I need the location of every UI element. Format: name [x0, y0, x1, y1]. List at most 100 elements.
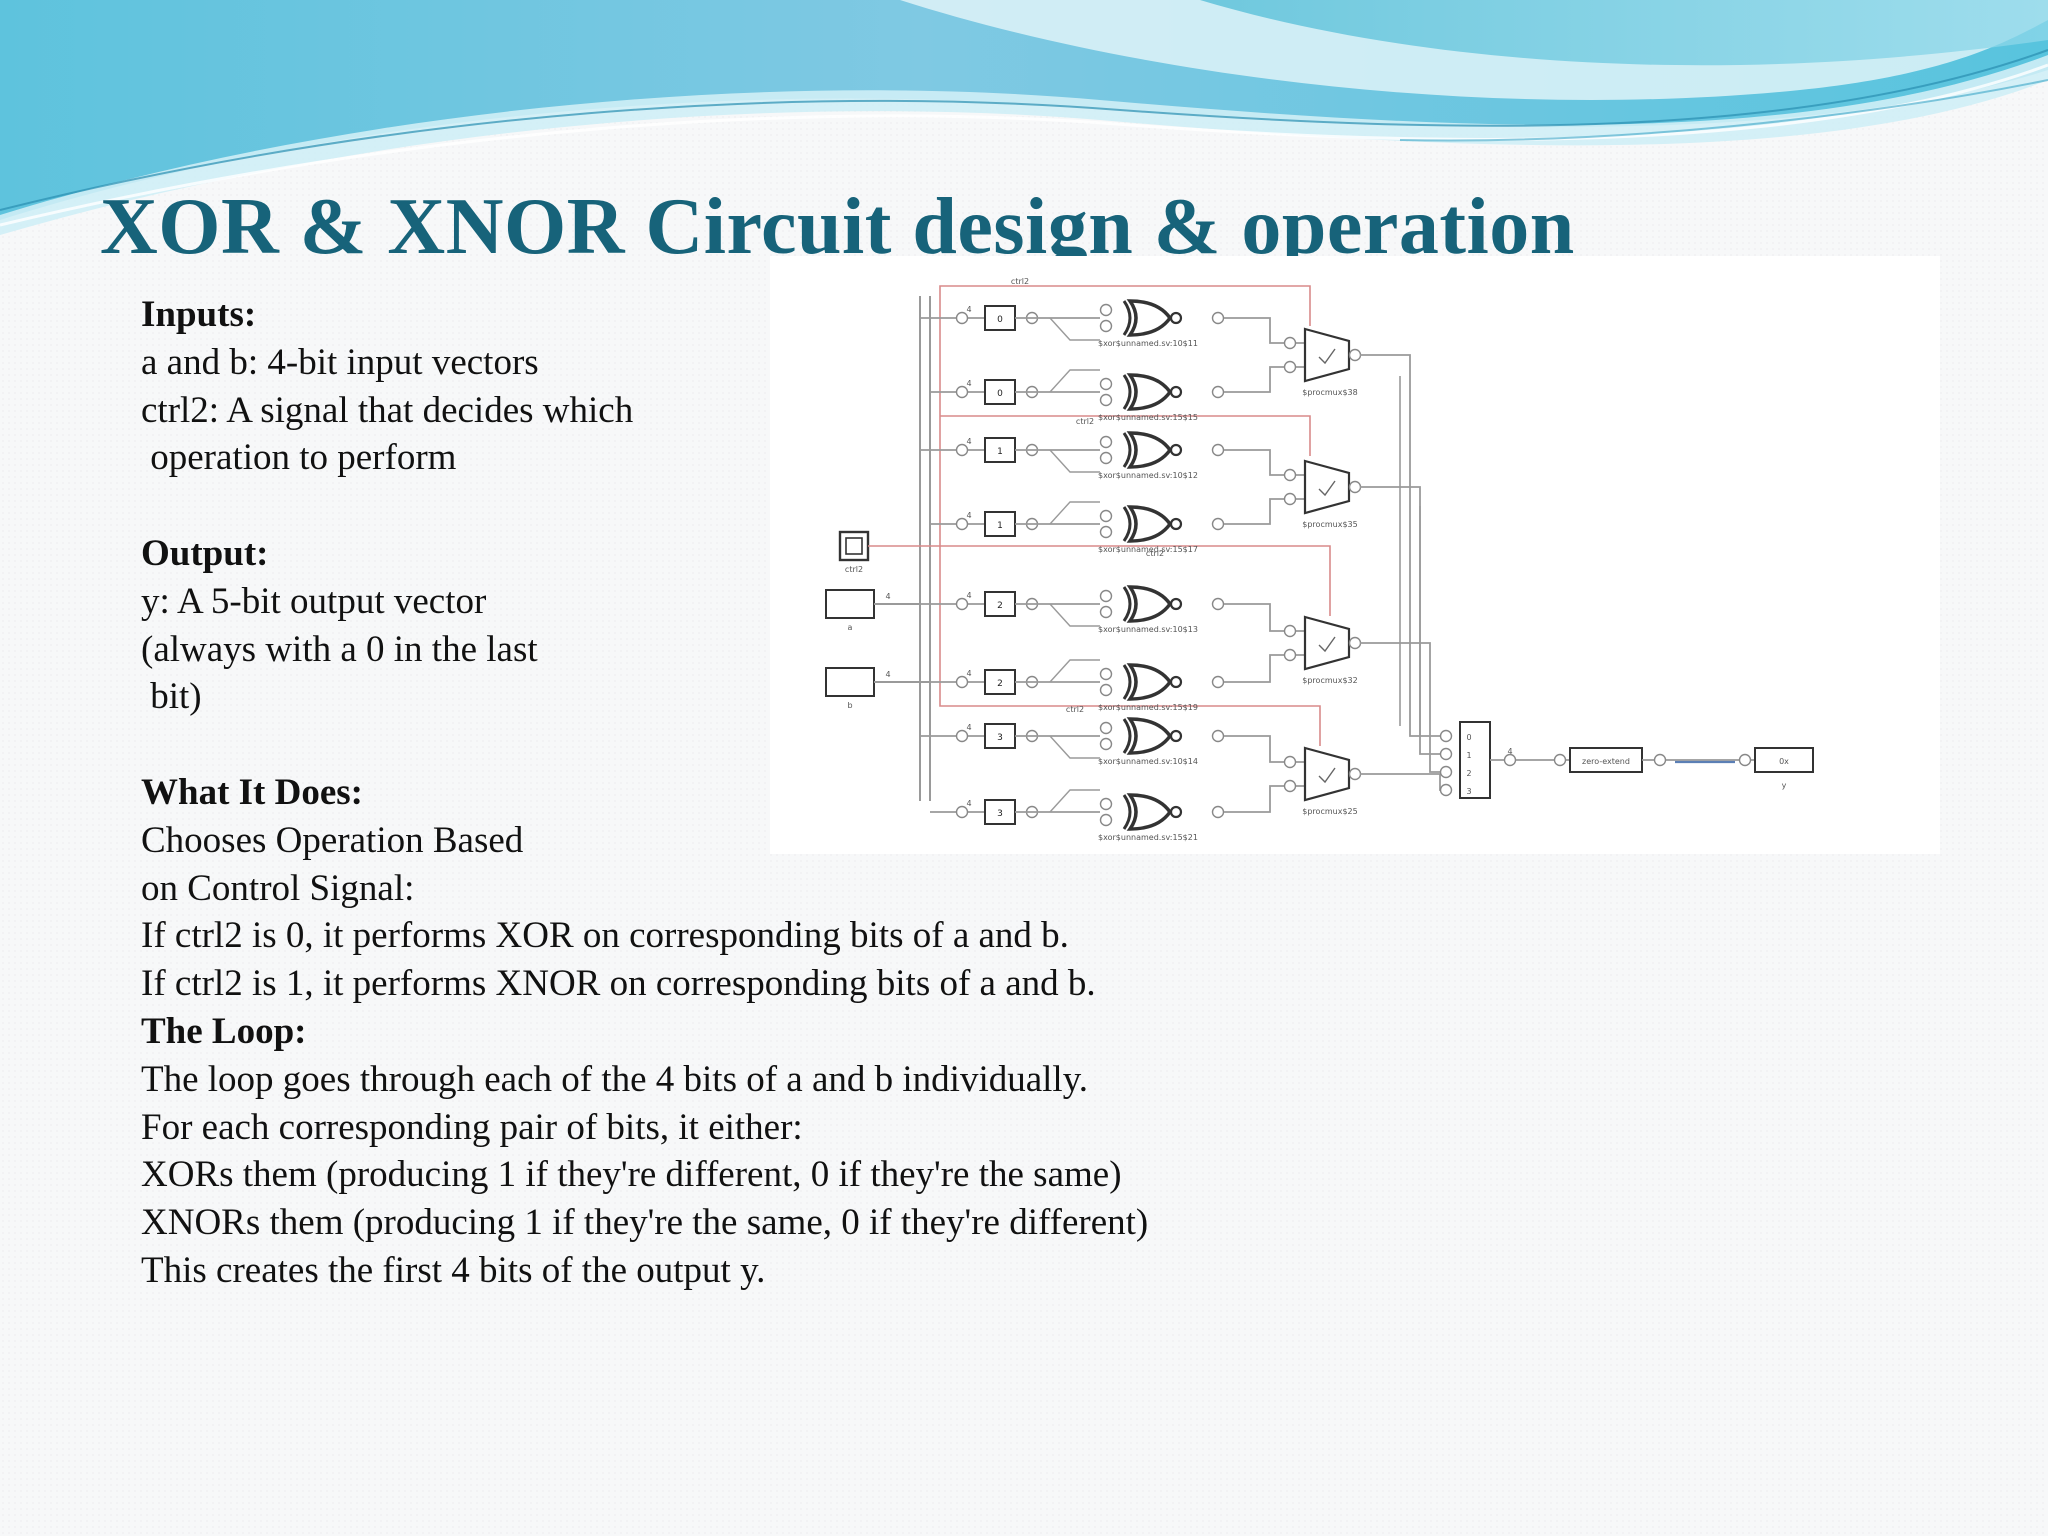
concat-index-2: 2 — [1466, 769, 1471, 778]
mux-3-check — [1318, 767, 1336, 784]
loop-line-3: XORs them (producing 1 if they're differ… — [141, 1154, 1122, 1196]
wire-cross-2 — [1049, 449, 1100, 473]
bit-index-3: 1 — [997, 521, 1003, 531]
xnor-gate-4 — [1126, 585, 1173, 623]
ctrl-label: ctrl2 — [845, 565, 863, 574]
bit-input-dot-4 — [955, 597, 969, 611]
output-line-3: bit) — [141, 676, 202, 718]
loop-line-5: This creates the first 4 bits of the out… — [141, 1249, 766, 1291]
ctrl-tag-1: ctrl2 — [1011, 277, 1029, 286]
body-text: Inputs: a and b: 4-bit input vectors ctr… — [141, 291, 1341, 1295]
output-label: y — [1782, 781, 1787, 790]
bit-index-4: 2 — [997, 601, 1003, 611]
xnor-gate-5 — [1126, 663, 1173, 701]
gate-in-dot-b-6 — [1099, 737, 1113, 751]
inputs-line-2: ctrl2: A signal that decides which — [141, 389, 634, 431]
gate-in-dot-a-1 — [1099, 377, 1113, 391]
concat-in-dot-1 — [1439, 747, 1453, 761]
loop-line-2: For each corresponding pair of bits, it … — [141, 1106, 803, 1148]
concat-index-1: 1 — [1466, 751, 1471, 760]
loop-heading: The Loop: — [141, 1010, 307, 1052]
bit-slice-box-5 — [984, 669, 1016, 695]
output-heading: Output: — [141, 532, 269, 574]
mux-out-dot-0 — [1348, 348, 1362, 362]
gate-in-dot-b-4 — [1099, 605, 1113, 619]
xnor-gate-5-bubble — [1169, 675, 1183, 689]
concat-in-dot-0 — [1439, 729, 1453, 743]
mux-1-check — [1318, 480, 1336, 497]
mux-in-dot-b-1 — [1283, 492, 1297, 506]
inputs-line-1: a and b: 4-bit input vectors — [141, 341, 539, 383]
slide-title: XOR & XNOR Circuit design & operation — [100, 183, 1575, 256]
gate-in-dot-a-6 — [1099, 721, 1113, 735]
gate-out-dot-4 — [1211, 597, 1225, 611]
gate-label-1: $xor$unnamed.sv:15$15 — [1098, 413, 1198, 422]
mux-in-dot-a-2 — [1283, 624, 1297, 638]
decorative-wave-banner — [0, 0, 2048, 235]
inputs-line-3: operation to perform — [141, 437, 457, 479]
mux-in-dot-a-1 — [1283, 468, 1297, 482]
mux-out-dot-1 — [1348, 480, 1362, 494]
gate-out-dot-6 — [1211, 729, 1225, 743]
bit-width-3: 4 — [966, 511, 971, 520]
mux-label-1: $procmux$35 — [1302, 520, 1357, 529]
mux-2-check — [1318, 636, 1336, 653]
gate-label-3: $xor$unnamed.sv:15$17 — [1098, 545, 1198, 554]
ctrl-tag-2: ctrl2 — [1076, 417, 1094, 426]
gate-label-0: $xor$unnamed.sv:10$11 — [1098, 339, 1198, 348]
mux-label-2: $procmux$32 — [1302, 676, 1357, 685]
xnor-gate-2-bubble — [1169, 443, 1183, 457]
bit-index-7: 3 — [997, 809, 1003, 819]
bit-width-5: 4 — [966, 669, 971, 678]
xnor-gate-6-bubble — [1169, 729, 1183, 743]
wire-cross-0 — [1049, 317, 1100, 341]
ctrl-wire-3 — [940, 545, 1331, 616]
loop-line-1: The loop goes through each of the 4 bits… — [141, 1058, 1089, 1100]
gate-in-dot-a-7 — [1099, 797, 1113, 811]
xnor-gate-3-back-arc — [1122, 506, 1132, 542]
output-box — [1754, 747, 1814, 773]
xnor-gate-0-back-arc — [1122, 300, 1132, 336]
mux-in-dot-b-0 — [1283, 360, 1297, 374]
gate-in-dot-b-5 — [1099, 683, 1113, 697]
what-line-1: Chooses Operation Based — [141, 819, 524, 861]
ext-out-dot — [1653, 753, 1667, 767]
bit-slice-box-6 — [984, 723, 1016, 749]
concat-width: 4 — [1507, 747, 1512, 756]
inputs-heading: Inputs: — [141, 294, 257, 335]
xnor-gate-4-back-arc — [1122, 586, 1132, 622]
mux-in-dot-a-3 — [1283, 755, 1297, 769]
input-b-label: b — [847, 701, 852, 710]
gate-in-dot-b-7 — [1099, 813, 1113, 827]
ext-in-dot — [1553, 753, 1567, 767]
gate-in-dot-a-0 — [1099, 303, 1113, 317]
out-in-dot — [1738, 753, 1752, 767]
xnor-gate-5-back-arc — [1122, 664, 1132, 700]
gate-out-dot-5 — [1211, 675, 1225, 689]
gate-label-4: $xor$unnamed.sv:10$13 — [1098, 625, 1198, 634]
wire-cross-4 — [1049, 603, 1100, 627]
bit-width-2: 4 — [966, 437, 971, 446]
output-line-2: (always with a 0 in the last — [141, 628, 538, 670]
what-line-2: on Control Signal: — [141, 867, 415, 909]
wire-mux-to-concat-2 — [1360, 642, 1450, 773]
gate-in-dot-b-3 — [1099, 525, 1113, 539]
wire-mux-to-concat-0 — [1360, 354, 1450, 737]
xnor-gate-4-bubble — [1169, 597, 1183, 611]
bit-input-dot-6 — [955, 729, 969, 743]
xnor-gate-2-back-arc — [1122, 432, 1132, 468]
ctrl-wire-1 — [868, 285, 1311, 547]
what-line-4: If ctrl2 is 1, it performs XNOR on corre… — [141, 963, 1096, 1005]
gate-in-dot-b-2 — [1099, 451, 1113, 465]
xnor-gate-7-back-arc — [1122, 794, 1132, 830]
xnor-gate-0-bubble — [1169, 311, 1183, 325]
bit-input-dot-5 — [955, 675, 969, 689]
bit-input-dot-2 — [955, 443, 969, 457]
gate-label-7: $xor$unnamed.sv:15$21 — [1098, 833, 1198, 842]
wire-mux-to-concat-1 — [1360, 486, 1450, 755]
ctrl-tag-3: ctrl2 — [1146, 549, 1164, 558]
bit-index-0: 0 — [997, 315, 1003, 325]
mux-1 — [1303, 459, 1351, 515]
mux-in-dot-a-0 — [1283, 336, 1297, 350]
